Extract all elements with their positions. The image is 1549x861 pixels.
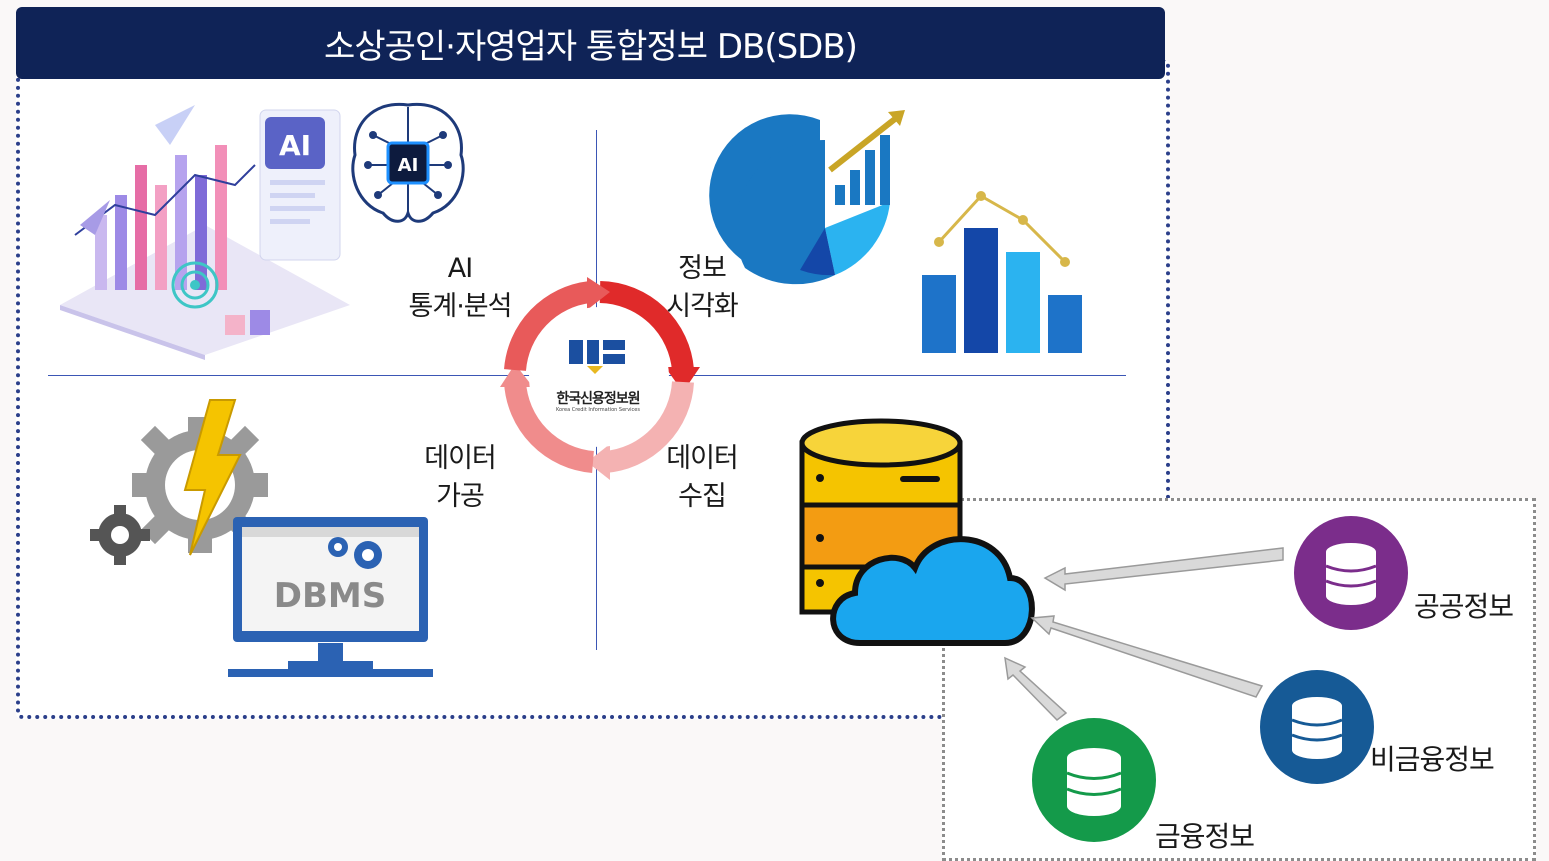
cis-logo-icon <box>569 340 625 374</box>
ai-panel-text: AI <box>279 129 311 162</box>
ai-brain-chip-icon: AI <box>351 102 465 223</box>
gear-lightning-icon <box>90 399 268 565</box>
source-label-nonfinancial: 비금융정보 <box>1370 743 1495 776</box>
public-data-db-icon <box>1294 516 1408 630</box>
center-logo-text: 한국신용정보원 <box>556 391 640 407</box>
pie-chart-icon <box>709 110 905 285</box>
nonfinancial-data-db-icon <box>1260 670 1374 784</box>
source-label-financial: 금융정보 <box>1155 820 1255 853</box>
bar-chart-icon <box>922 191 1082 353</box>
ai-chip-text: AI <box>398 155 419 176</box>
source-label-public: 공공정보 <box>1414 590 1514 623</box>
cycle-arrows-icon <box>500 277 700 480</box>
ai-analytics-illustration-icon: AI <box>60 105 350 360</box>
dbms-label: DBMS <box>274 576 386 616</box>
label-visualization: 정보 시각화 <box>666 253 739 322</box>
dbms-monitor-icon: DBMS <box>228 517 433 677</box>
center-logo-subtext: Korea Credit Information Services <box>555 407 640 413</box>
page-title: 소상공인·자영업자 통합정보 DB(SDB) <box>324 26 858 67</box>
label-data-processing: 데이터 가공 <box>424 443 497 512</box>
label-data-collection: 데이터 수집 <box>666 443 739 512</box>
title-bar: 소상공인·자영업자 통합정보 DB(SDB) <box>16 7 1165 79</box>
financial-data-db-icon <box>1032 718 1156 842</box>
database-cloud-icon <box>799 418 1035 646</box>
label-ai-analysis: AI 통계·분석 <box>408 253 513 322</box>
